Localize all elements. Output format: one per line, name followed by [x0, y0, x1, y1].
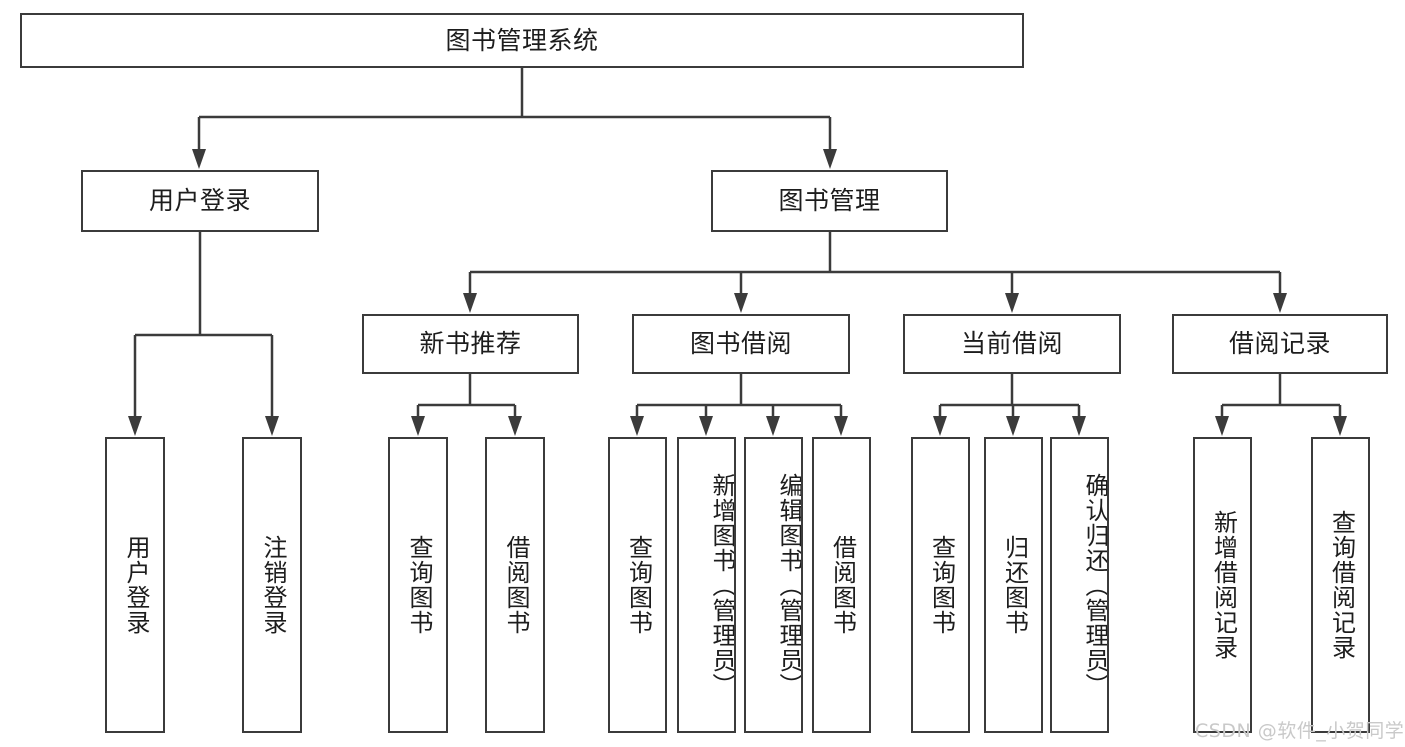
node-label: 新增借阅记录: [1209, 510, 1238, 660]
node-label: 借阅图书: [501, 535, 530, 635]
node-label: 查询图书: [404, 535, 433, 635]
node-label: 编辑图书（管理员）: [775, 472, 803, 698]
node-label: 查询借阅记录: [1327, 510, 1356, 660]
node-leaf-add-book-admin[interactable]: 新增图书（管理员）: [677, 437, 736, 733]
node-current-borrow[interactable]: 当前借阅: [903, 314, 1121, 374]
node-leaf-borrow-book-1[interactable]: 借阅图书: [485, 437, 545, 733]
node-label: 注销登录: [258, 535, 287, 635]
node-label: 用户登录: [121, 535, 150, 635]
node-label: 图书借阅: [689, 329, 792, 358]
node-label: 归还图书: [1000, 535, 1029, 635]
node-leaf-return-book[interactable]: 归还图书: [984, 437, 1043, 733]
node-label: 新书推荐: [419, 329, 522, 358]
node-label: 图书管理: [778, 186, 881, 215]
node-label: 查询图书: [927, 535, 956, 635]
node-user-login[interactable]: 用户登录: [81, 170, 319, 232]
node-leaf-user-login[interactable]: 用户登录: [105, 437, 165, 733]
node-label: 借阅图书: [828, 535, 857, 635]
node-leaf-edit-book-admin[interactable]: 编辑图书（管理员）: [744, 437, 803, 733]
node-label: 查询图书: [624, 535, 653, 635]
node-book-manage[interactable]: 图书管理: [711, 170, 948, 232]
node-label: 新增图书（管理员）: [708, 472, 736, 698]
node-leaf-query-book-2[interactable]: 查询图书: [608, 437, 667, 733]
node-book-borrow[interactable]: 图书借阅: [632, 314, 850, 374]
node-borrow-record[interactable]: 借阅记录: [1172, 314, 1388, 374]
node-title-box[interactable]: 图书管理系统: [20, 13, 1024, 68]
node-label: 用户登录: [148, 186, 251, 215]
node-leaf-borrow-book-2[interactable]: 借阅图书: [812, 437, 871, 733]
node-label: 借阅记录: [1228, 329, 1331, 358]
node-leaf-confirm-return-admin[interactable]: 确认归还（管理员）: [1050, 437, 1109, 733]
watermark-text: CSDN @软件_小贺同学: [1195, 720, 1405, 742]
node-new-book-rec[interactable]: 新书推荐: [362, 314, 579, 374]
node-label: 当前借阅: [960, 329, 1063, 358]
node-leaf-query-book-1[interactable]: 查询图书: [388, 437, 448, 733]
node-label: 确认归还（管理员）: [1081, 472, 1109, 698]
node-leaf-add-borrow-record[interactable]: 新增借阅记录: [1193, 437, 1252, 733]
node-leaf-query-borrow-record[interactable]: 查询借阅记录: [1311, 437, 1370, 733]
node-leaf-query-book-3[interactable]: 查询图书: [911, 437, 970, 733]
node-leaf-logout[interactable]: 注销登录: [242, 437, 302, 733]
